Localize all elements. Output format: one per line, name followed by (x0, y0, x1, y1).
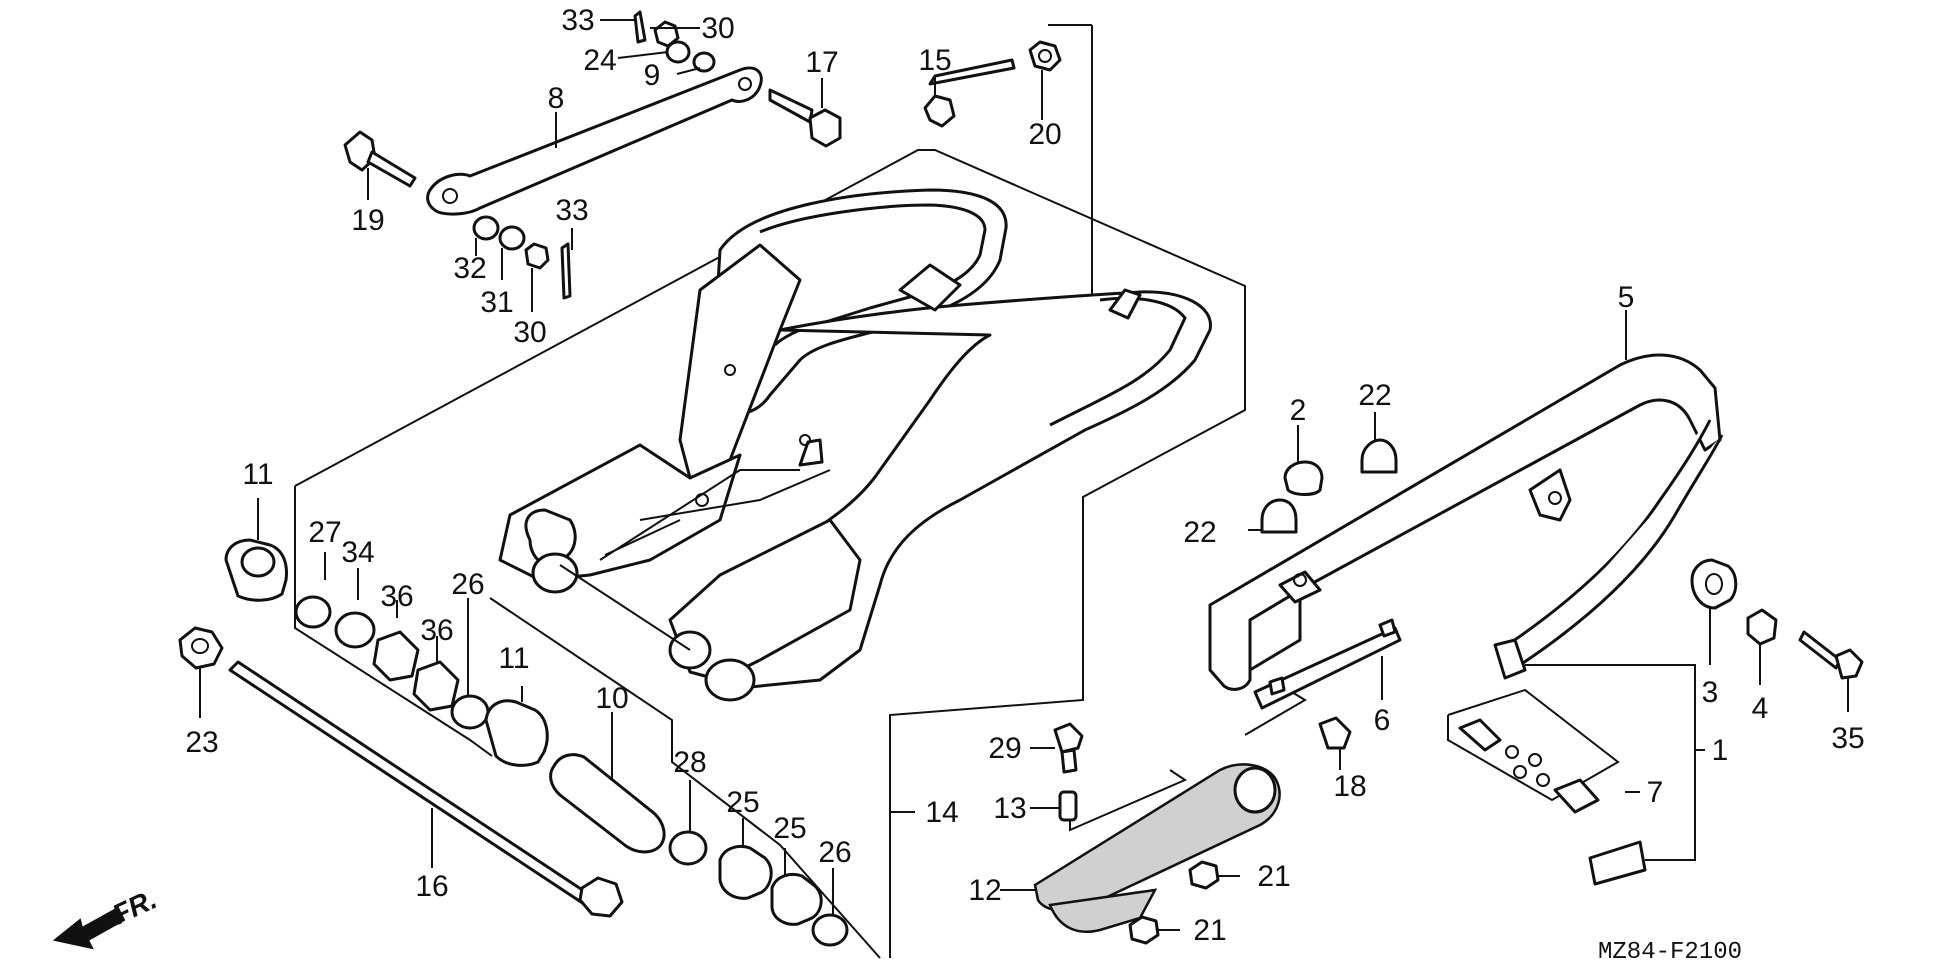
callout-17: 17 (805, 46, 838, 79)
callout-26-upper: 26 (451, 568, 484, 601)
callout-36-left: 36 (380, 580, 413, 613)
callout-21-upper: 21 (1257, 860, 1290, 893)
callout-8: 8 (548, 82, 565, 115)
leader-lines (199, 19, 1849, 931)
front-indicator: FR. (52, 883, 161, 950)
callout-32: 32 (453, 252, 486, 285)
callout-1: 1 (1712, 734, 1729, 767)
callout-30-upper: 30 (701, 12, 734, 45)
bolt-29 (1053, 722, 1084, 774)
pivot-shaft (228, 660, 624, 918)
callout-20: 20 (1028, 118, 1061, 151)
cap-nuts-22 (1260, 438, 1398, 534)
callout-26-lower: 26 (818, 836, 851, 869)
callout-11-upper: 11 (242, 458, 273, 491)
callout-25-left: 25 (726, 786, 759, 819)
nut-20 (1028, 40, 1062, 72)
callout-5: 5 (1618, 281, 1635, 314)
chain-case (1208, 353, 1722, 691)
diagram-code: MZ84-F2100 (1598, 939, 1742, 965)
swingarm (498, 188, 1212, 702)
bolt-17 (768, 88, 842, 148)
callout-36-right: 36 (420, 614, 453, 647)
callout-3: 3 (1702, 676, 1719, 709)
callout-33-upper: 33 (561, 4, 594, 37)
callout-21-lower: 21 (1193, 914, 1226, 947)
nuts-21 (1128, 860, 1220, 945)
callout-7: 7 (1647, 776, 1664, 809)
rubber-grommet-2 (1283, 460, 1324, 496)
callout-33-lower: 33 (555, 194, 588, 227)
callout-22-right: 22 (1358, 379, 1391, 412)
roller-3 (1690, 558, 1738, 610)
callout-25-right: 25 (773, 812, 806, 845)
callout-14: 14 (925, 796, 958, 829)
callout-34: 34 (341, 536, 374, 569)
bolt-19 (343, 130, 417, 188)
callout-12: 12 (968, 874, 1001, 907)
front-arrow-icon (52, 906, 126, 950)
callout-35: 35 (1831, 722, 1864, 755)
callout-22-left: 22 (1183, 516, 1216, 549)
callout-23: 23 (185, 726, 218, 759)
callout-2: 2 (1290, 394, 1307, 427)
callout-19: 19 (351, 204, 384, 237)
callout-28: 28 (673, 746, 706, 779)
callout-18: 18 (1333, 770, 1366, 803)
chain-link-kit (1458, 718, 1647, 886)
drive-chain (1493, 419, 1724, 680)
bolt-35 (1798, 630, 1864, 680)
callout-15: 15 (918, 44, 951, 77)
pivot-hardware (178, 538, 849, 947)
callouts: 1 2 3 4 5 6 7 8 9 10 11 11 12 13 14 15 1… (185, 4, 1864, 947)
assembly-outlines (294, 24, 1620, 959)
bolt-15 (923, 58, 1016, 128)
callout-24: 24 (583, 44, 616, 77)
callout-6: 6 (1374, 704, 1391, 737)
slider-plate-6 (1253, 618, 1402, 710)
callout-16: 16 (415, 870, 448, 903)
torque-rod (426, 66, 763, 216)
collar-13 (1058, 790, 1078, 822)
callout-13: 13 (993, 792, 1026, 825)
callout-4: 4 (1752, 692, 1769, 725)
callout-10: 10 (595, 682, 628, 715)
callout-30-lower: 30 (513, 316, 546, 349)
bolt-18 (1318, 716, 1352, 750)
callout-31: 31 (480, 286, 513, 319)
collar-4 (1746, 608, 1778, 646)
chain-slider-12 (1033, 763, 1281, 933)
callout-11-lower: 11 (498, 642, 529, 675)
callout-27: 27 (308, 516, 341, 549)
callout-9: 9 (644, 59, 661, 92)
callout-29: 29 (988, 732, 1021, 765)
